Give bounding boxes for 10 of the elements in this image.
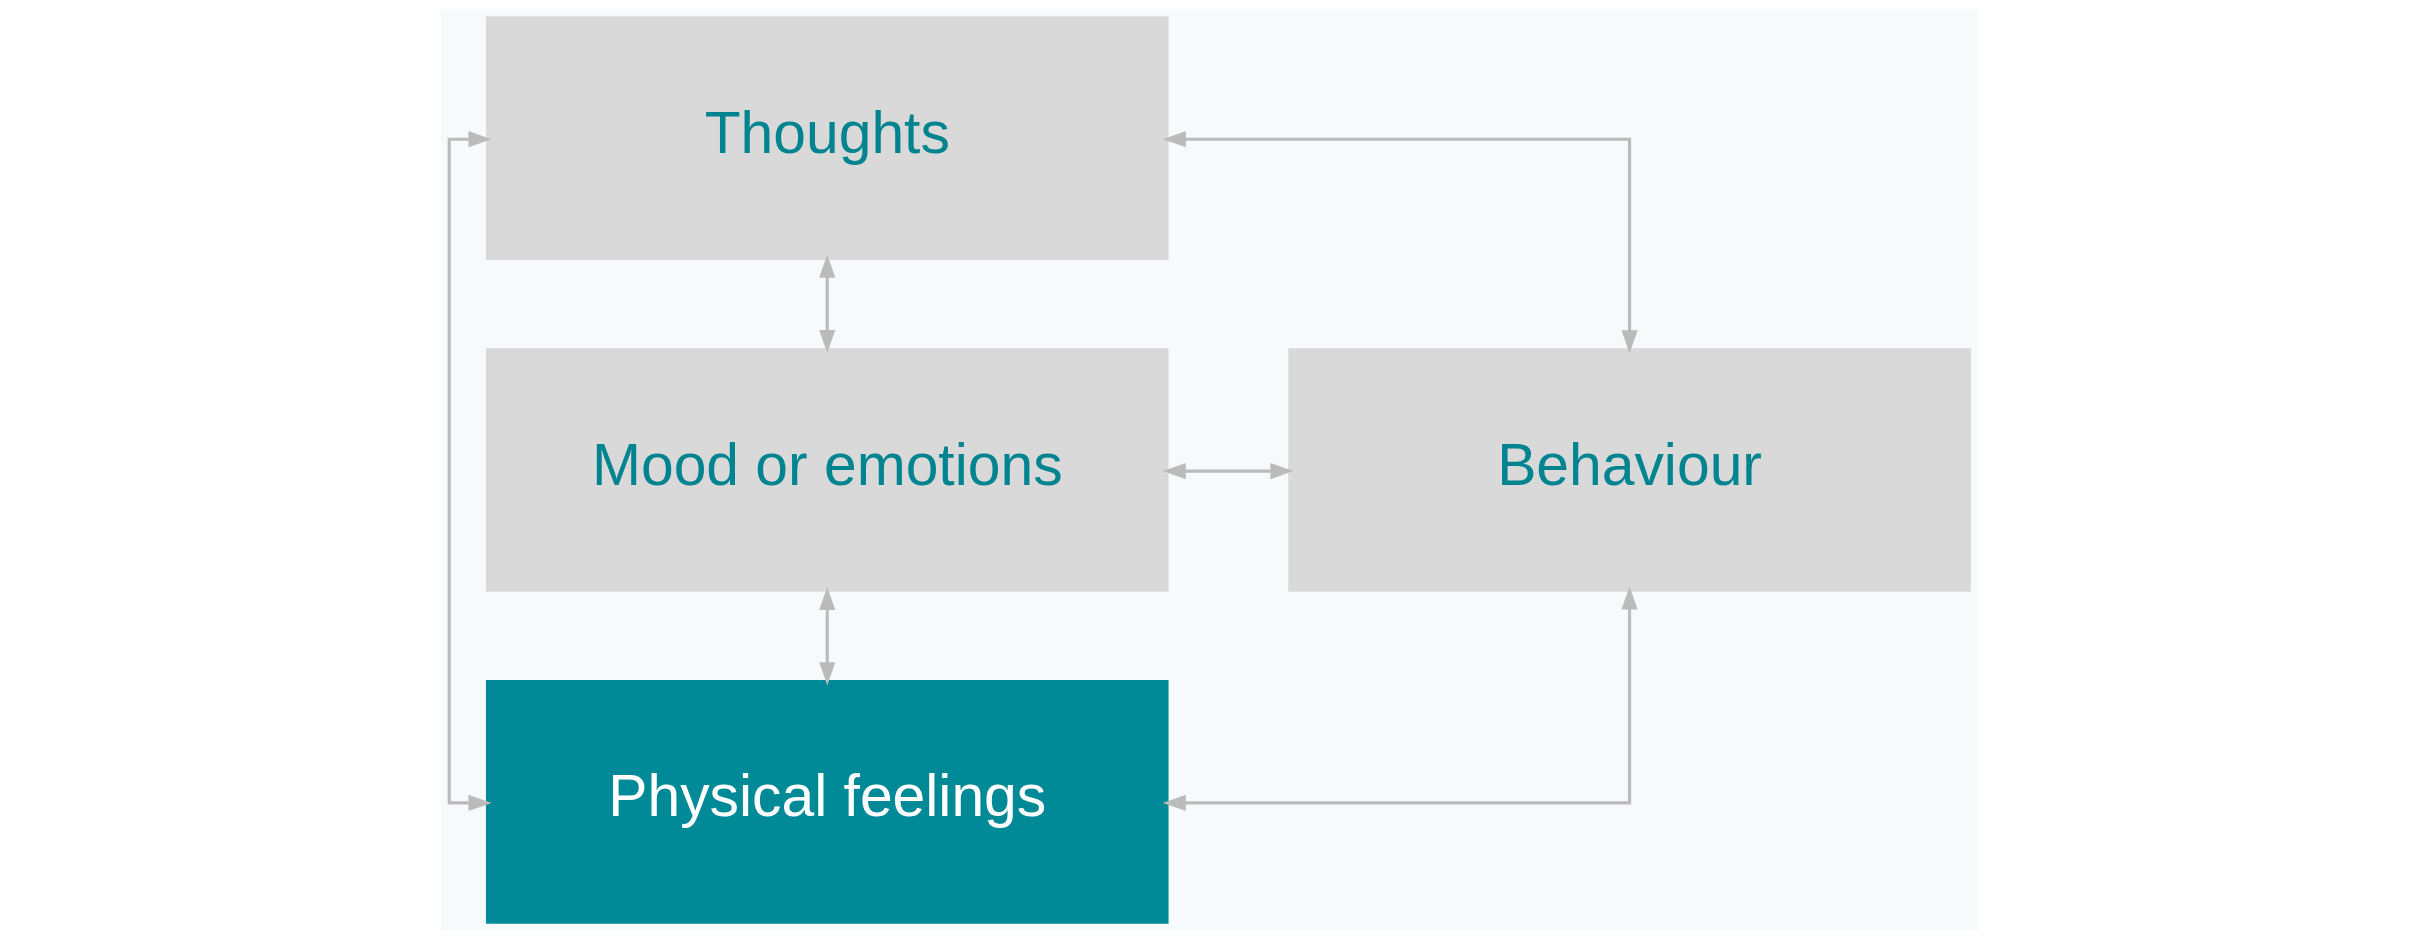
arrow xyxy=(1162,585,1638,811)
node-box: Mood or emotions xyxy=(485,347,1169,592)
arrow xyxy=(1162,130,1638,353)
arrow xyxy=(1162,462,1294,479)
node-box: Behaviour xyxy=(1288,347,1971,592)
node-box: Physical feelings xyxy=(485,679,1169,924)
node-box: Thoughts xyxy=(485,15,1169,260)
arrow xyxy=(819,254,836,353)
arrow xyxy=(819,586,836,685)
arrow xyxy=(447,130,492,811)
